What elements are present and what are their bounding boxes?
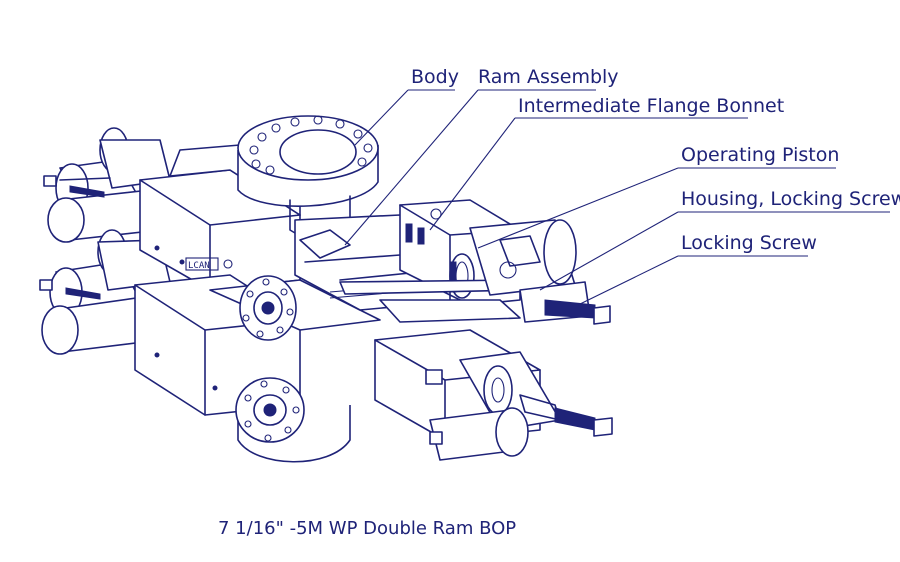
upper-right-actuator <box>469 219 611 325</box>
label-body: Body <box>411 66 459 88</box>
lower-left-actuators <box>39 229 171 355</box>
label-ram-assembly: Ram Assembly <box>478 66 619 88</box>
top-flange <box>237 115 379 237</box>
diagram-caption: 7 1/16" -5M WP Double Ram BOP <box>218 518 516 539</box>
label-housing-locking-screw: Housing, Locking Screw <box>681 188 900 210</box>
label-intermediate-flange-bonnet: Intermediate Flange Bonnet <box>518 95 784 117</box>
label-operating-piston: Operating Piston <box>681 144 839 166</box>
side-flange-upper <box>239 275 297 341</box>
lower-right-actuator <box>374 329 613 461</box>
bottom-flange <box>235 377 351 463</box>
svg-text:LCAN: LCAN <box>188 261 210 271</box>
label-locking-screw: Locking Screw <box>681 232 817 254</box>
leader-lines <box>344 89 890 306</box>
